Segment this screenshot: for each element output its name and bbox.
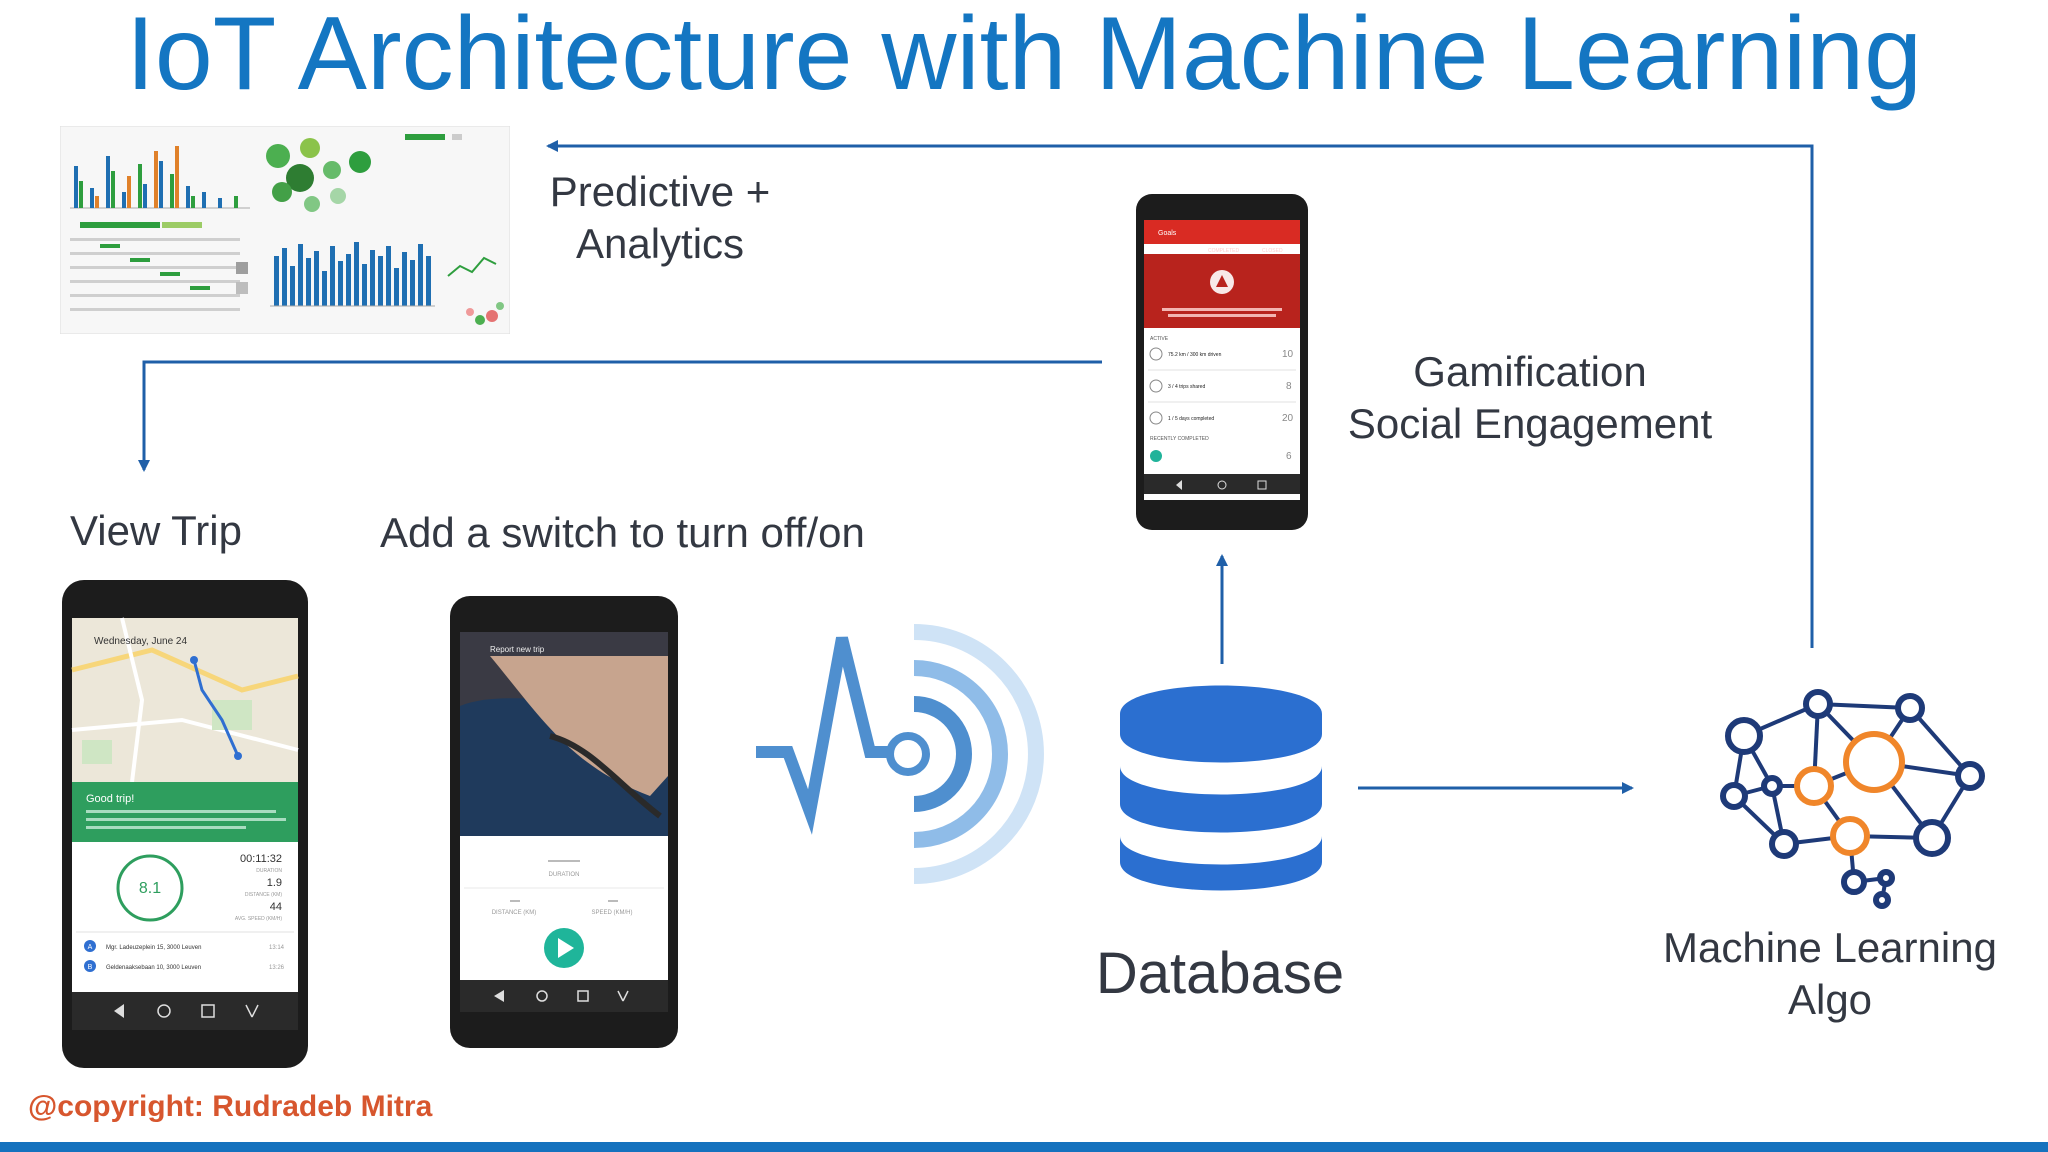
game-points4: 6 xyxy=(1286,451,1292,462)
bottom-bar xyxy=(0,1142,2048,1152)
gamification-label: Gamification Social Engagement xyxy=(1330,346,1730,450)
trip-speed-label: AVG. SPEED (KM/H) xyxy=(235,916,282,922)
game-item3: 1 / 5 days completed xyxy=(1168,416,1214,422)
game-tab-all: ALL xyxy=(1166,248,1175,254)
ml-label-line1: Machine Learning xyxy=(1663,924,1997,971)
predictive-analytics-label: Predictive + Analytics xyxy=(520,166,800,270)
trip-speed: 44 xyxy=(270,901,282,913)
database-icon xyxy=(1120,685,1322,891)
dashboard-column-chart xyxy=(274,242,431,306)
record-trip-phone: Report new trip DURATION DISTANCE (KM) S… xyxy=(450,596,678,1048)
gamification-label-line1: Gamification xyxy=(1413,348,1647,395)
game-active-label: ACTIVE xyxy=(1150,336,1169,342)
record-distance-label: DISTANCE (KM) xyxy=(492,910,537,916)
game-recent-label: RECENTLY COMPLETED xyxy=(1150,436,1209,442)
analytics-dashboard-image xyxy=(60,126,510,334)
gamification-label-line2: Social Engagement xyxy=(1347,400,1713,447)
game-points3: 20 xyxy=(1282,413,1294,424)
trip-distance: 1.9 xyxy=(267,877,282,889)
game-points2: 8 xyxy=(1286,381,1292,392)
dashboard-table xyxy=(70,238,248,311)
predictive-label-line1: Predictive + xyxy=(549,168,771,215)
database-label: Database xyxy=(1095,941,1345,1006)
svg-text:B: B xyxy=(88,964,93,971)
trip-address-a: Mgr. Ladeuzeplein 15, 3000 Leuven xyxy=(106,945,201,951)
svg-text:A: A xyxy=(88,944,93,951)
gamification-phone: Goals ALL COMPLETED CLOSED ACTIVE 75.2 k… xyxy=(1136,194,1308,530)
game-item1: 75.2 km / 300 km driven xyxy=(1168,352,1222,358)
trip-duration-label: DURATION xyxy=(256,868,282,874)
trip-score: 8.1 xyxy=(139,880,161,897)
sensor-signal-icon xyxy=(756,624,1044,884)
record-speed-label: SPEED (KM/H) xyxy=(591,910,632,916)
dashboard-scatter xyxy=(447,256,504,325)
game-item2: 3 / 4 trips shared xyxy=(1168,384,1205,390)
trip-address-b: Geldenaaksebaan 10, 3000 Leuven xyxy=(106,965,201,971)
trip-header: Wednesday, June 24 xyxy=(94,636,187,647)
arrow-game-to-viewtrip xyxy=(138,360,1102,472)
dashboard-bar-chart xyxy=(70,146,250,209)
view-trip-phone: Wednesday, June 24 Good trip! 8.1 00:11:… xyxy=(62,580,308,1068)
game-points1: 10 xyxy=(1282,349,1294,360)
ml-label-line2: Algo xyxy=(1787,976,1873,1023)
play-icon xyxy=(558,938,574,958)
page-title: IoT Architecture with Machine Learning xyxy=(126,0,1922,112)
trip-time-b: 13:26 xyxy=(269,965,285,971)
predictive-label-line2: Analytics xyxy=(575,220,745,267)
view-trip-label: View Trip xyxy=(70,507,242,554)
game-tab-completed: COMPLETED xyxy=(1208,248,1240,254)
trip-distance-label: DISTANCE (KM) xyxy=(245,892,282,898)
game-header: Goals xyxy=(1158,230,1177,237)
record-duration-label: DURATION xyxy=(549,872,580,878)
game-tab-closed: CLOSED xyxy=(1262,248,1283,254)
copyright-text: @copyright: Rudradeb Mitra xyxy=(28,1090,433,1123)
switch-label: Add a switch to turn off/on xyxy=(380,509,865,556)
arrow-ml-to-analytics xyxy=(546,140,1814,648)
dashboard-bubble-chart xyxy=(266,138,371,212)
trip-banner-title: Good trip! xyxy=(86,793,134,805)
ml-algo-label: Machine Learning Algo xyxy=(1640,922,2020,1026)
record-header: Report new trip xyxy=(490,645,545,654)
ml-network-icon xyxy=(1720,689,1985,909)
trip-time-a: 13:14 xyxy=(269,945,285,951)
trip-duration: 00:11:32 xyxy=(240,853,282,865)
